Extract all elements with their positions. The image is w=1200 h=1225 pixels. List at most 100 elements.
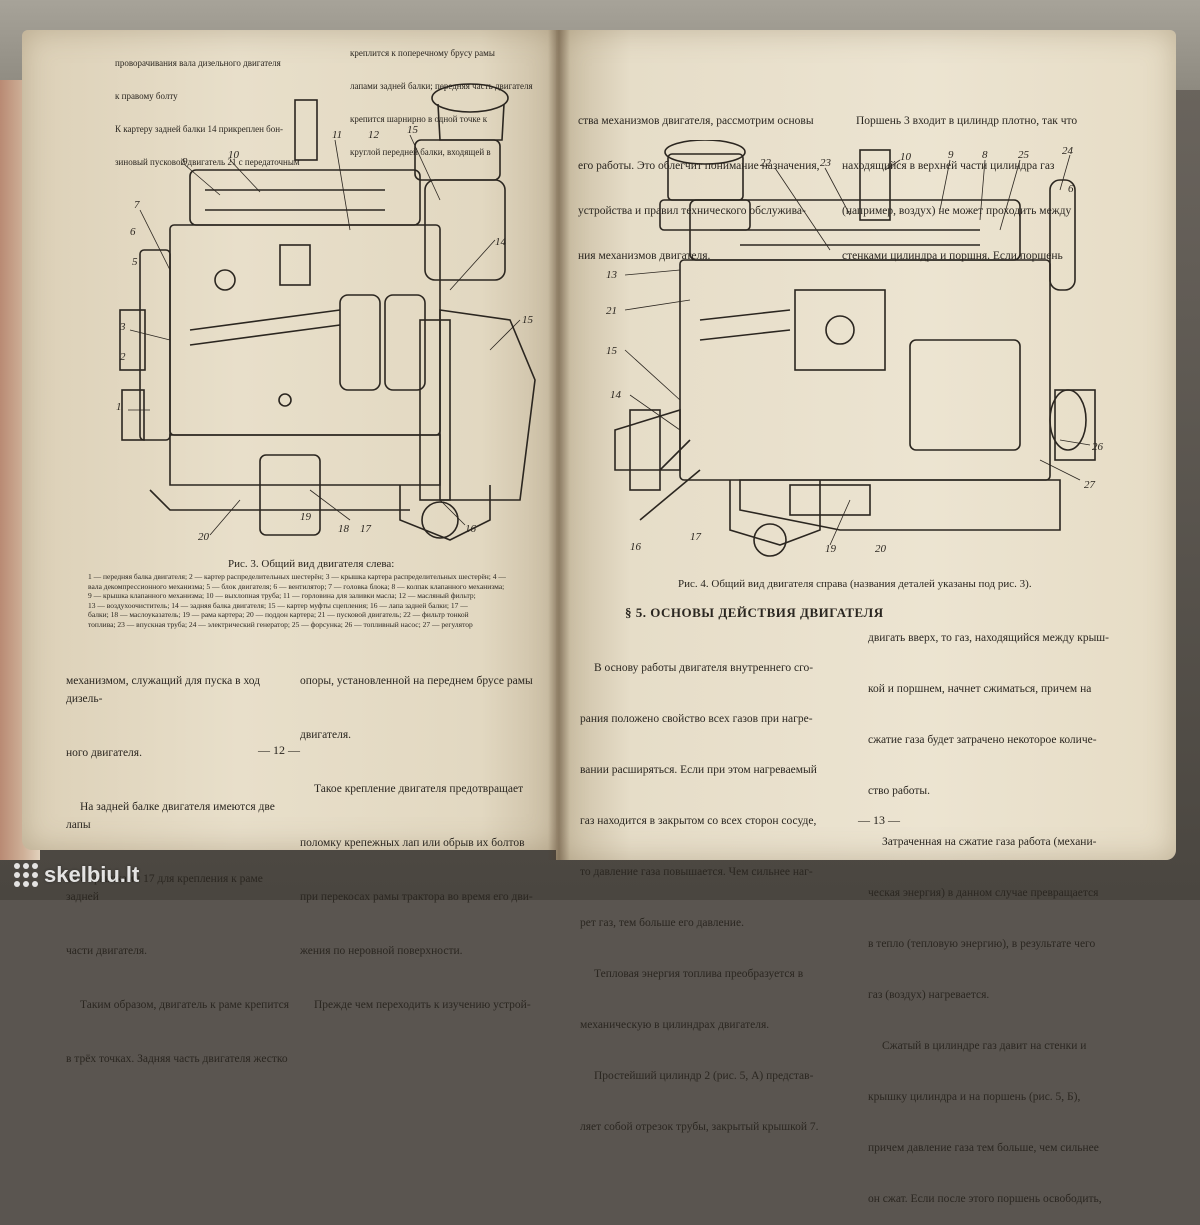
figure-label: 27 — [1084, 479, 1096, 491]
text-line: двигателя. — [300, 729, 351, 741]
text-line: механическую в цилиндрах двигателя. — [580, 1019, 770, 1031]
figure-label: 9 — [948, 149, 954, 161]
figure-label: 16 — [465, 523, 477, 535]
figure-label: 10 — [900, 151, 912, 163]
text-line: газ (воздух) нагревается. — [868, 989, 990, 1001]
text-line: ния механизмов двигателя. — [578, 250, 711, 262]
text-line: рания положено свойство всех газов при н… — [580, 713, 813, 725]
engine-left-view-drawing: 9 10 11 12 15 14 15 7 6 5 3 2 1 20 18 17… — [116, 83, 536, 543]
text-line: Сжатый в цилиндре газ давит на стенки и — [882, 1040, 1087, 1052]
text-line: К картеру задней балки 14 прикреплен бон… — [115, 124, 284, 134]
page-number-left: — 12 — — [258, 743, 300, 757]
text-line: части двигателя. — [66, 945, 148, 957]
text-line: к правому болту — [115, 91, 178, 101]
figure-label: 9 — [182, 156, 188, 168]
text-line: Поршень 3 входит в цилиндр плотно, так ч… — [856, 115, 1078, 127]
section-heading: § 5. ОСНОВЫ ДЕЙСТВИЯ ДВИГАТЕЛЯ — [625, 605, 884, 620]
text-line: в тепло (тепловую энергию), в результате… — [868, 938, 1096, 950]
page-number-right: — 13 — — [858, 813, 900, 827]
legend-line: 1 — передняя балка двигателя; 2 — картер… — [88, 572, 506, 581]
legend-line: 9 — крышка клапанного механизма; 10 — вы… — [88, 591, 476, 600]
legend-line: топлива; 23 — впускная труба; 24 — элект… — [88, 619, 473, 629]
figure-label: 19 — [825, 543, 837, 555]
text-line: Такое крепление двигателя предотвращает — [314, 783, 524, 795]
watermark: skelbiu.lt — [14, 858, 139, 892]
text-line: двигать вверх, то газ, находящийся между… — [868, 632, 1109, 644]
text-line: вании расширяться. Если при этом нагрева… — [580, 764, 817, 776]
text-line: В основу работы двигателя внутреннего сг… — [594, 662, 814, 674]
text-line: механизмом, служащий для пуска в ход диз… — [66, 675, 263, 705]
figure-label: 15 — [606, 345, 618, 357]
text-line: сжатие газа будет затрачено некоторое ко… — [868, 734, 1097, 746]
figure-label: 10 — [228, 149, 240, 161]
text-line: крышку цилиндра и на поршень (рис. 5, Б)… — [868, 1091, 1081, 1103]
text-line: ного двигателя. — [66, 747, 142, 759]
figure-label: 2 — [120, 351, 126, 363]
text-line: поломку крепежных лап или обрыв их болто… — [300, 837, 525, 849]
figure-label: 25 — [1018, 149, 1030, 161]
right-column-2: двигать вверх, то газ, находящийся между… — [868, 596, 1168, 1225]
figure-legend: 1 — передняя балка двигателя; 2 — картер… — [88, 572, 546, 629]
text-line: круглой передней балки, входящей в — [350, 147, 491, 157]
right-top-column-1: ства механизмов двигателя, рассмотрим ос… — [578, 84, 828, 279]
left-top-text: проворачивания вала дизельного двигателя… — [115, 36, 345, 179]
text-line: опоры, установленной на переднем брусе р… — [300, 675, 533, 687]
left-page — [22, 30, 562, 850]
text-line: Простейший цилиндр 2 (рис. 5, А) предста… — [594, 1070, 814, 1082]
figure-label: 12 — [368, 129, 380, 141]
text-line: причем давление газа тем больше, чем сил… — [868, 1142, 1099, 1154]
figure-label: 22 — [760, 157, 772, 169]
figure-caption-left: Рис. 3. Общий вид двигателя слева: — [228, 558, 395, 570]
figure-label: 6 — [1068, 183, 1074, 195]
text-line: стенками цилиндра и поршня. Если поршень — [842, 250, 1063, 262]
figure-label: 7 — [134, 199, 140, 211]
figure-label: 6 — [130, 226, 136, 238]
text-line: устройства и правил технического обслужи… — [578, 205, 806, 217]
figure-label: 15 — [407, 124, 419, 136]
figure-caption-right: Рис. 4. Общий вид двигателя справа (назв… — [678, 578, 1032, 590]
text-line: крепится шарнирно в одной точке к — [350, 114, 488, 124]
legend-line: 13 — воздухоочиститель; 14 — задняя балк… — [88, 600, 468, 610]
figure-label: 26 — [1092, 441, 1104, 453]
figure-label: 20 — [198, 531, 210, 543]
text-line: рет газ, тем больше его давление. — [580, 917, 744, 929]
text-line: (например, воздух) не может проходить ме… — [842, 205, 1072, 217]
text-line: он сжат. Если после этого поршень освобо… — [868, 1193, 1102, 1205]
legend-line: вала декомпрессионного механизма; 5 — бл… — [88, 581, 505, 591]
text-line: ческая энергия) в данном случае превраща… — [868, 887, 1099, 899]
left-column-2: опоры, установленной на переднем брусе р… — [300, 636, 550, 1032]
figure-label: 19 — [300, 511, 312, 523]
right-column-1: В основу работы двигателя внутреннего сг… — [580, 626, 880, 1153]
text-line: ство работы. — [868, 785, 931, 797]
figure-label: 3 — [119, 321, 126, 333]
figure-label: 11 — [332, 129, 342, 141]
text-line: Тепловая энергия топлива преобразуется в — [594, 968, 804, 980]
figure-label: 14 — [610, 389, 622, 401]
engine-right-view-drawing: 22 23 10 9 8 25 24 6 13 21 15 14 26 27 1… — [606, 140, 1104, 557]
figure-label: 13 — [606, 269, 618, 281]
figure-label: 21 — [606, 305, 617, 317]
figure-label: 1 — [116, 401, 122, 413]
text-line: Таким образом, двигатель к раме крепится — [80, 999, 290, 1011]
figure-label: 24 — [1062, 145, 1074, 157]
figure-label: 5 — [132, 256, 138, 268]
text-line: то давление газа повышается. Чем сильнее… — [580, 866, 813, 878]
figure-label: 16 — [630, 541, 642, 553]
text-line: газ находится в закрытом со всех сторон … — [580, 815, 817, 827]
text-line: кой и поршнем, начнет сжиматься, причем … — [868, 683, 1092, 695]
text-line: жения по неровной поверхности. — [300, 945, 463, 957]
figure-label: 8 — [982, 149, 988, 161]
book-gutter — [548, 30, 570, 860]
figure-label: 20 — [875, 543, 887, 555]
text-line: На задней балке двигателя имеются две ла… — [66, 801, 278, 831]
figure-label: 14 — [495, 236, 507, 248]
text-line: в трёх точках. Задняя часть двигателя же… — [66, 1053, 288, 1065]
text-line: ляет собой отрезок трубы, закрытый крышк… — [580, 1121, 819, 1133]
text-line: Прежде чем переходить к изучению устрой- — [314, 999, 531, 1011]
text-line: проворачивания вала дизельного двигателя — [115, 58, 281, 68]
text-line: при перекосах рамы трактора во время его… — [300, 891, 533, 903]
figure-label: 23 — [820, 157, 832, 169]
figure-label: 17 — [360, 523, 372, 535]
dots-logo-icon — [14, 863, 38, 887]
figure-label: 15 — [522, 314, 534, 326]
